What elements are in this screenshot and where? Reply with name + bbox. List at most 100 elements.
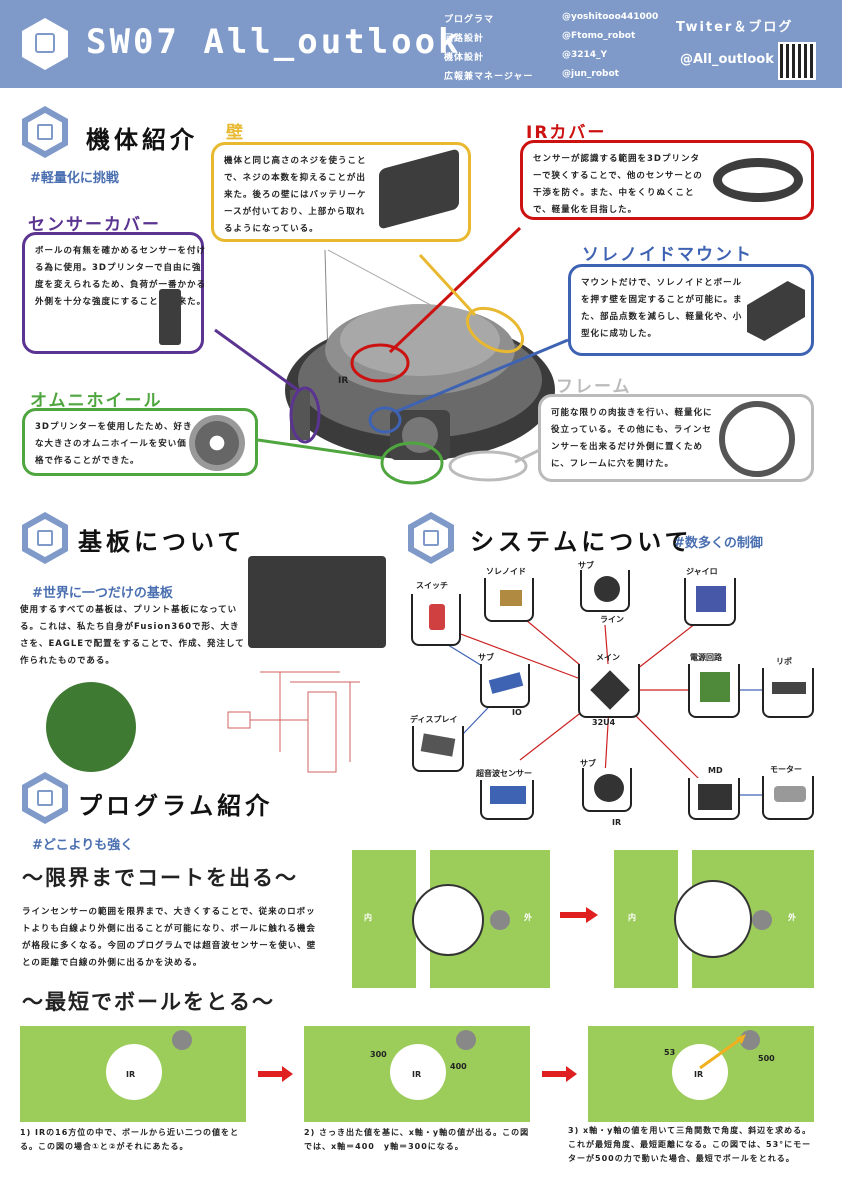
outer-label-1: 外 [524, 913, 532, 922]
role-programmer: プログラマ [444, 15, 495, 25]
ir-cover-text: センサーが認識する範囲を3Dプリンターで狭くすることで、他のセンサーとの干渉を防… [533, 154, 703, 215]
section-chip-icon [22, 512, 68, 564]
display-label: ディスプレイ [410, 715, 458, 724]
io-box [480, 664, 530, 708]
arrow-right-icon [542, 1066, 577, 1082]
sensor-cover-box: ボールの有無を確かめるセンサーを付ける為に使用。3Dプリンターで自由に強度を変え… [22, 232, 205, 354]
wall-text: 機体と同じ高さのネジを使うことで、ネジの本数を抑えることが出来た。後ろの壁にはバ… [224, 156, 367, 234]
handle-3[interactable]: @3214_Y [562, 50, 608, 60]
arrow-right-icon [258, 1066, 293, 1082]
body-section-title: 機体紹介 [86, 126, 198, 154]
court-text: ラインセンサーの範囲を限界まで、大きくすることで、従来のロボットよりも白線より外… [22, 907, 317, 968]
caption-1: 1) IRの16方位の中で、ボールから近い二つの値をとる。この図の場合①と②がそ… [20, 1128, 239, 1151]
solenoid-icon [500, 590, 522, 606]
sensor-cover-text: ボールの有無を確かめるセンサーを付ける為に使用。3Dプリンターで自由に強度を変え… [35, 246, 207, 307]
ir-board-icon [594, 774, 624, 802]
io-label: IO [512, 708, 522, 717]
sensor-part-image [159, 289, 181, 345]
ir-label-1: IR [126, 1070, 136, 1079]
line-label: ライン [600, 615, 624, 624]
value-53: 53 [664, 1048, 676, 1057]
gyro-box [684, 578, 736, 626]
section-chip-icon [22, 106, 68, 158]
heading-court: 〜限界までコートを出る〜 [22, 866, 298, 890]
caption-2: 2) さっき出た値を基に、x軸・y軸の値が出る。この図では、x軸＝400 y軸＝… [304, 1128, 530, 1151]
lipo-box [762, 668, 814, 718]
caption-3: 3) x軸・y軸の値を用いて三角関数で角度、斜辺を求める。これが最短角度、最短距… [568, 1126, 812, 1163]
switch-box [411, 594, 461, 646]
lipo-label: リポ [776, 657, 792, 666]
program-hashtag: #どこよりも強く [32, 838, 134, 853]
solenoid-box [484, 578, 534, 622]
ir-label-3: IR [694, 1070, 704, 1079]
board-photo [248, 556, 386, 648]
motor-box [762, 776, 814, 820]
omni-wheel-image [189, 415, 245, 471]
arrow-right-icon [560, 907, 598, 923]
section-chip-icon [408, 512, 454, 564]
system-section-title: システムについて [470, 528, 693, 556]
solenoid-label: ソレノイド [486, 567, 526, 576]
omni-title: オムニホイール [30, 391, 163, 411]
ir-ring-image [713, 158, 803, 202]
court-inner-2 [614, 850, 678, 988]
handle-4[interactable]: @jun_robot [562, 69, 619, 79]
sensor-cover-title: センサーカバー [28, 215, 161, 235]
display-box [412, 726, 464, 772]
ball-icon [456, 1030, 476, 1050]
solenoid-mount-text: マウントだけで、ソレノイドとボールを押す壁を固定することが可能に。また、部品点数… [581, 278, 743, 339]
ultrasonic-icon [490, 786, 526, 804]
ir-box [582, 768, 632, 812]
ir-cover-box: センサーが認識する範囲を3Dプリンターで狭くすることで、他のセンサーとの干渉を防… [520, 140, 814, 220]
role-manager: 広報兼マネージャー [444, 72, 534, 82]
power-label: 電源回路 [690, 653, 722, 662]
frame-box: 可能な限りの肉抜きを行い、軽量化に役立っている。その他にも、ラインセンサーを出来… [538, 394, 814, 482]
robot-circle-2 [674, 880, 752, 958]
motor-label: モーター [770, 765, 802, 774]
body-hashtag: #軽量化に挑戦 [30, 171, 119, 186]
vector-arrow-icon [699, 1034, 746, 1070]
ir-label-2: IR [412, 1070, 422, 1079]
handle-1[interactable]: @yoshitooo441000 [562, 12, 659, 22]
ir-cover-title: IRカバー [526, 123, 607, 143]
solenoid-mount-title: ソレノイドマウント [582, 245, 753, 265]
motor-icon [774, 786, 806, 802]
main-box [578, 664, 640, 718]
ball-icon [490, 910, 510, 930]
chip-logo-icon [22, 18, 68, 70]
inner-label-1: 内 [364, 913, 372, 922]
gyro-label: ジャイロ [686, 567, 718, 576]
solenoid-mount-box: マウントだけで、ソレノイドとボールを押す壁を固定することが可能に。また、部品点数… [568, 264, 814, 356]
section-chip-icon [22, 772, 68, 824]
pcb-render-image [46, 682, 136, 772]
md-label: MD [708, 766, 723, 775]
display-icon [420, 733, 456, 757]
court-inner-1 [352, 850, 416, 988]
gyro-icon [696, 586, 726, 612]
power-circuit-icon [700, 672, 730, 702]
qr-code-icon[interactable] [778, 42, 816, 80]
solenoid-part-image [747, 281, 805, 341]
switch-icon [429, 604, 445, 630]
io-board-icon [488, 672, 524, 694]
handle-2[interactable]: @Ftomo_robot [562, 31, 636, 41]
main-label: メイン [596, 653, 620, 662]
robot-illustration [285, 249, 555, 460]
twitter-handle[interactable]: @All_outlook [680, 52, 774, 67]
frame-part-image [719, 401, 795, 477]
omni-text: 3Dプリンターを使用したため、好きな大きさのオムニホイールを安い価格で作ることが… [35, 422, 193, 466]
inner-label-2: 内 [628, 913, 636, 922]
wall-title: 壁 [226, 123, 245, 143]
wall-box: 機体と同じ高さのネジを使うことで、ネジの本数を抑えることが出来た。後ろの壁にはバ… [211, 142, 471, 242]
program-section-title: プログラム紹介 [78, 792, 274, 820]
board-text: 使用するすべての基板は、プリント基板になっている。これは、私たち自身がFusio… [20, 605, 245, 666]
ir-sys-label: IR [612, 818, 622, 827]
sub-ir-label: サブ [580, 759, 596, 768]
role-circuit: 回路設計 [444, 34, 485, 44]
ball-icon [752, 910, 772, 930]
twitter-blog-label: Twiter＆ブログ [676, 20, 794, 35]
robot-ir-label: IR [338, 376, 349, 386]
chip-label: 32U4 [592, 718, 616, 727]
value-400: 400 [450, 1062, 467, 1071]
outer-label-2: 外 [788, 913, 796, 922]
